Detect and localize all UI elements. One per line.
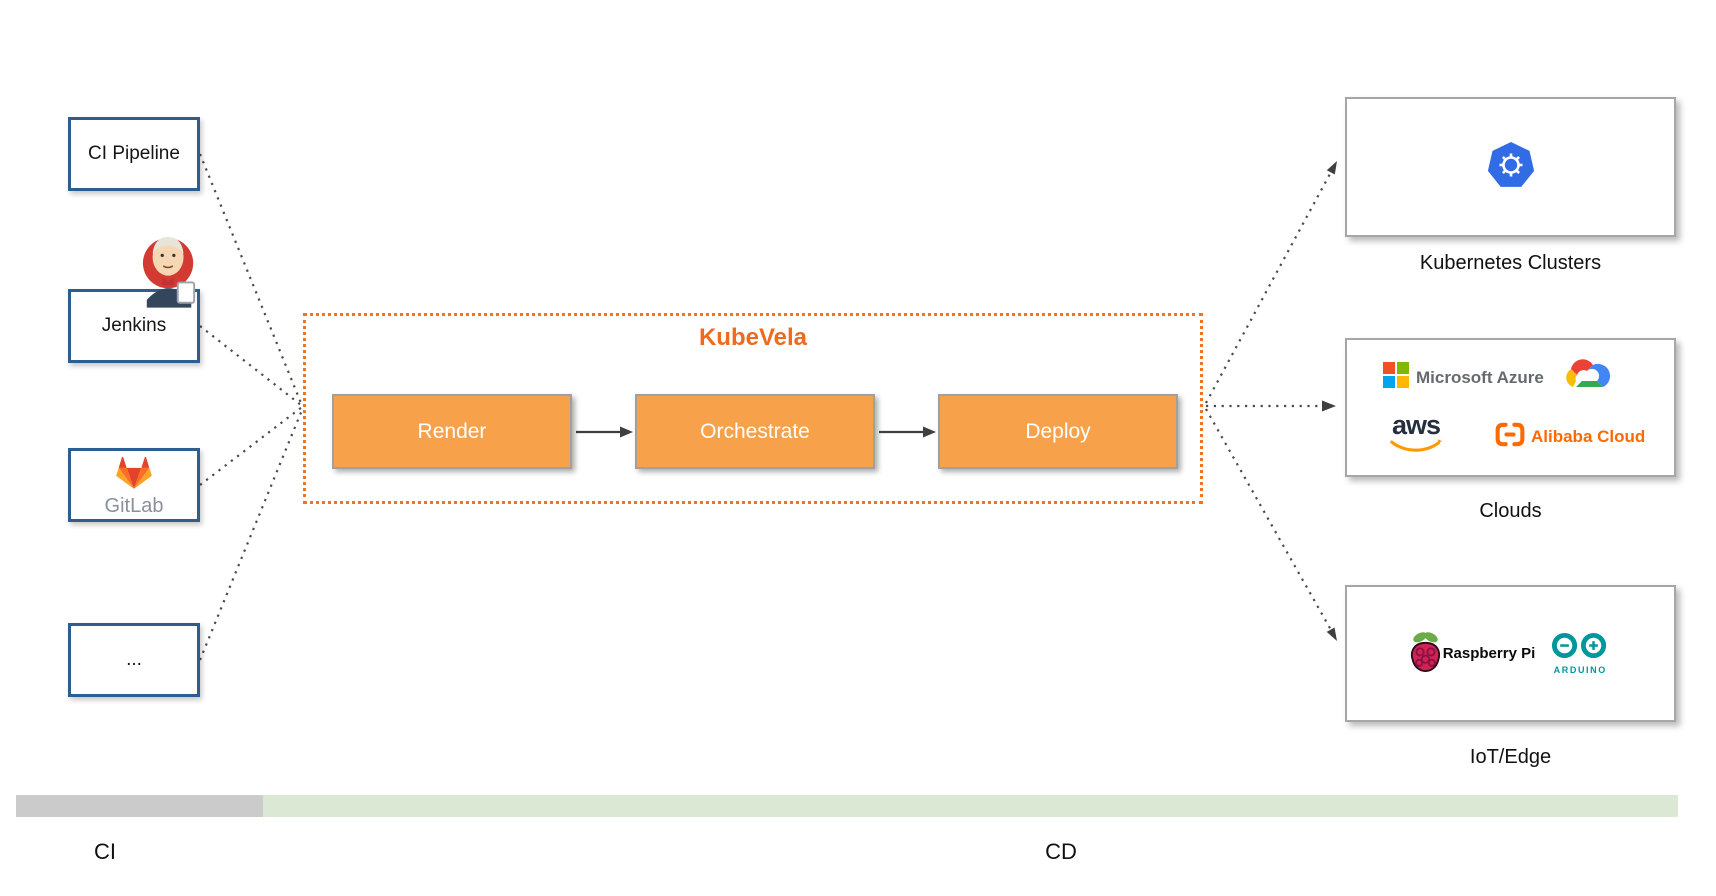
iot-edge-box: Raspberry Pi ARDUINO — [1345, 585, 1676, 722]
kubevela-container — [303, 313, 1203, 504]
jenkins-box: Jenkins — [68, 289, 200, 363]
arrow-jenkins-to-kubevela — [199, 325, 302, 406]
kubernetes-clusters-box — [1345, 97, 1676, 237]
microsoft-azure-label: Microsoft Azure — [1416, 367, 1544, 387]
cd-phase-bar — [263, 795, 1678, 817]
jenkins-label: Jenkins — [101, 315, 167, 336]
gitlab-icon — [114, 454, 154, 497]
arduino-logo: ARDUINO — [1549, 632, 1611, 675]
gitlab-label: GitLab — [104, 495, 164, 517]
google-cloud-icon — [1563, 357, 1611, 396]
ci-pipeline-box: CI Pipeline — [68, 117, 200, 191]
render-stage-box: Render — [332, 394, 572, 469]
ci-pipeline-label: CI Pipeline — [88, 143, 180, 164]
gitlab-box: GitLab — [68, 448, 200, 522]
cd-phase-label: CD — [1045, 839, 1077, 864]
iot-edge-label: IoT/Edge — [1469, 746, 1552, 768]
clouds-box: Microsoft Azure aws — [1345, 338, 1676, 477]
deploy-stage-box: Deploy — [938, 394, 1178, 469]
render-label: Render — [417, 419, 487, 443]
arduino-infinity-icon — [1549, 632, 1611, 665]
ci-phase-label: CI — [94, 839, 116, 864]
arrowhead-iot — [1326, 627, 1337, 641]
raspberry-pi-icon — [1410, 630, 1441, 677]
aws-label: aws — [1391, 410, 1441, 440]
alibaba-cloud-logo: Alibaba Cloud — [1495, 422, 1645, 452]
alibaba-cloud-brackets-icon — [1495, 422, 1525, 452]
arrow-more-to-kubevela — [198, 409, 304, 661]
kubevela-title: KubeVela — [698, 324, 808, 351]
arrowhead-kubernetes — [1326, 161, 1337, 175]
deploy-label: Deploy — [1025, 419, 1091, 443]
ci-phase-bar — [16, 795, 263, 817]
arrow-ci-pipeline-to-kubevela — [198, 153, 303, 404]
orchestrate-stage-box: Orchestrate — [635, 394, 875, 469]
jenkins-mascot-icon — [141, 226, 199, 313]
arrow-kubevela-to-kubernetes — [1205, 171, 1332, 404]
arduino-label: ARDUINO — [1553, 665, 1607, 675]
arrow-gitlab-to-kubevela — [199, 406, 303, 486]
microsoft-squares-icon — [1383, 362, 1409, 393]
clouds-label: Clouds — [1479, 500, 1542, 522]
kubernetes-icon — [1487, 141, 1535, 194]
more-sources-label: ... — [126, 649, 142, 670]
alibaba-cloud-label: Alibaba Cloud — [1531, 427, 1646, 446]
arrow-kubevela-to-iot — [1205, 408, 1332, 631]
kubernetes-clusters-label: Kubernetes Clusters — [1419, 252, 1602, 274]
orchestrate-label: Orchestrate — [700, 419, 810, 443]
more-sources-box: ... — [68, 623, 200, 697]
arrowhead-clouds — [1322, 400, 1336, 412]
aws-logo: aws — [1389, 412, 1443, 458]
microsoft-azure-logo: Microsoft Azure — [1383, 362, 1544, 393]
aws-swoosh-icon — [1389, 439, 1443, 458]
raspberry-pi-logo: Raspberry Pi — [1410, 630, 1536, 677]
raspberry-pi-label: Raspberry Pi — [1442, 645, 1536, 662]
